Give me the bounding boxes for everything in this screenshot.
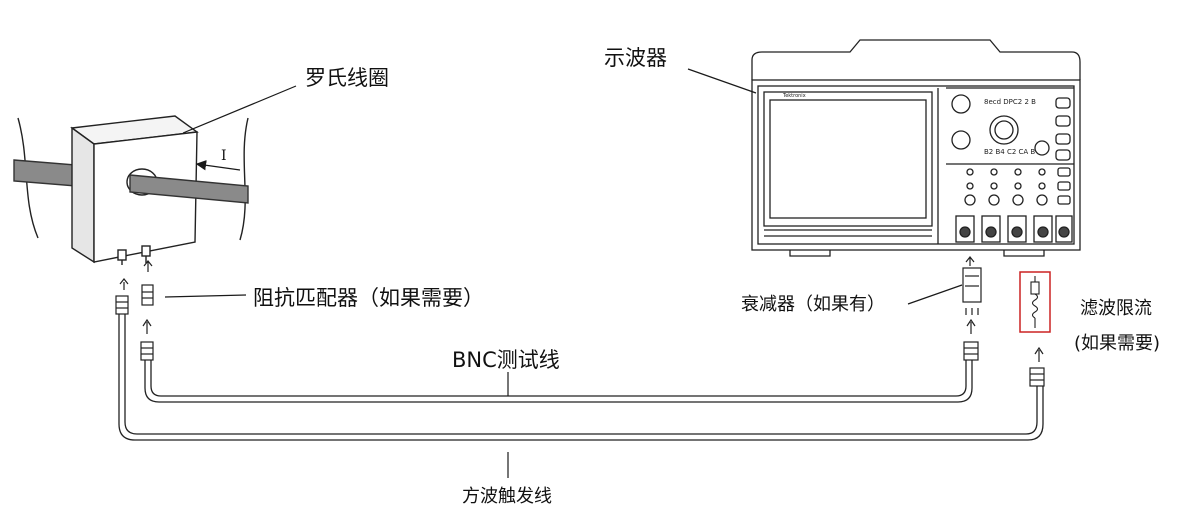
scope-handle [751,39,1081,80]
coil-side-connectors [115,260,154,361]
scope-panel-text-2: B2 B4 C2 CA B [984,148,1035,156]
main-knob [989,115,1019,145]
bnc-test-connector [140,341,154,361]
matcher-leader-line [164,294,247,298]
filter-note-label: (如果需要) [1074,333,1161,354]
trigger-bnc-connector [115,295,129,315]
attenuator-label: 衰减器（如果有） [741,294,885,315]
impedance-matcher-label: 阻抗匹配器（如果需要） [253,286,484,310]
coil-bnc-left [117,249,127,261]
conductor-bar-right [129,174,249,204]
oscilloscope-illustration [751,39,1081,257]
current-arrow [195,160,241,171]
rogowski-coil-illustration [13,115,249,265]
coil-box-face [93,131,198,263]
knob-2 [951,130,971,150]
knob-3 [1034,140,1050,156]
scope-panel-text-1: 8ecd DPC2 2 B [984,98,1036,106]
attenuator-illustration [962,256,982,361]
filter-title-label: 滤波限流 [1080,298,1152,319]
filter-bnc-connector [1029,367,1045,387]
attenuator-body [962,267,982,303]
scope-brand: Tektronix [782,93,806,99]
oscilloscope-label: 示波器 [604,46,667,70]
rogowski-coil-label: 罗氏线圈 [305,66,389,90]
attenuator-bnc-connector [963,341,979,361]
support-right-curve [239,117,249,241]
coil-box-front [71,126,95,264]
coil-leader-line [182,85,297,134]
filter-symbol [1030,276,1040,328]
filter-connectors [1029,346,1045,387]
scope-leader-line [687,68,757,94]
scope-screen [763,91,933,227]
trigger-cable-label: 方波触发线 [462,486,552,507]
square-wave-trigger-cable [118,314,1044,441]
conductor-bar-left [13,159,77,187]
bnc-test-cable [144,360,973,403]
knob-1 [951,94,971,114]
coil-bnc-right [141,245,151,257]
attenuator-leader-line [907,284,963,305]
current-symbol: I [221,148,227,164]
impedance-matcher-body [141,284,154,306]
bnc-cable-label: BNC测试线 [452,348,560,372]
